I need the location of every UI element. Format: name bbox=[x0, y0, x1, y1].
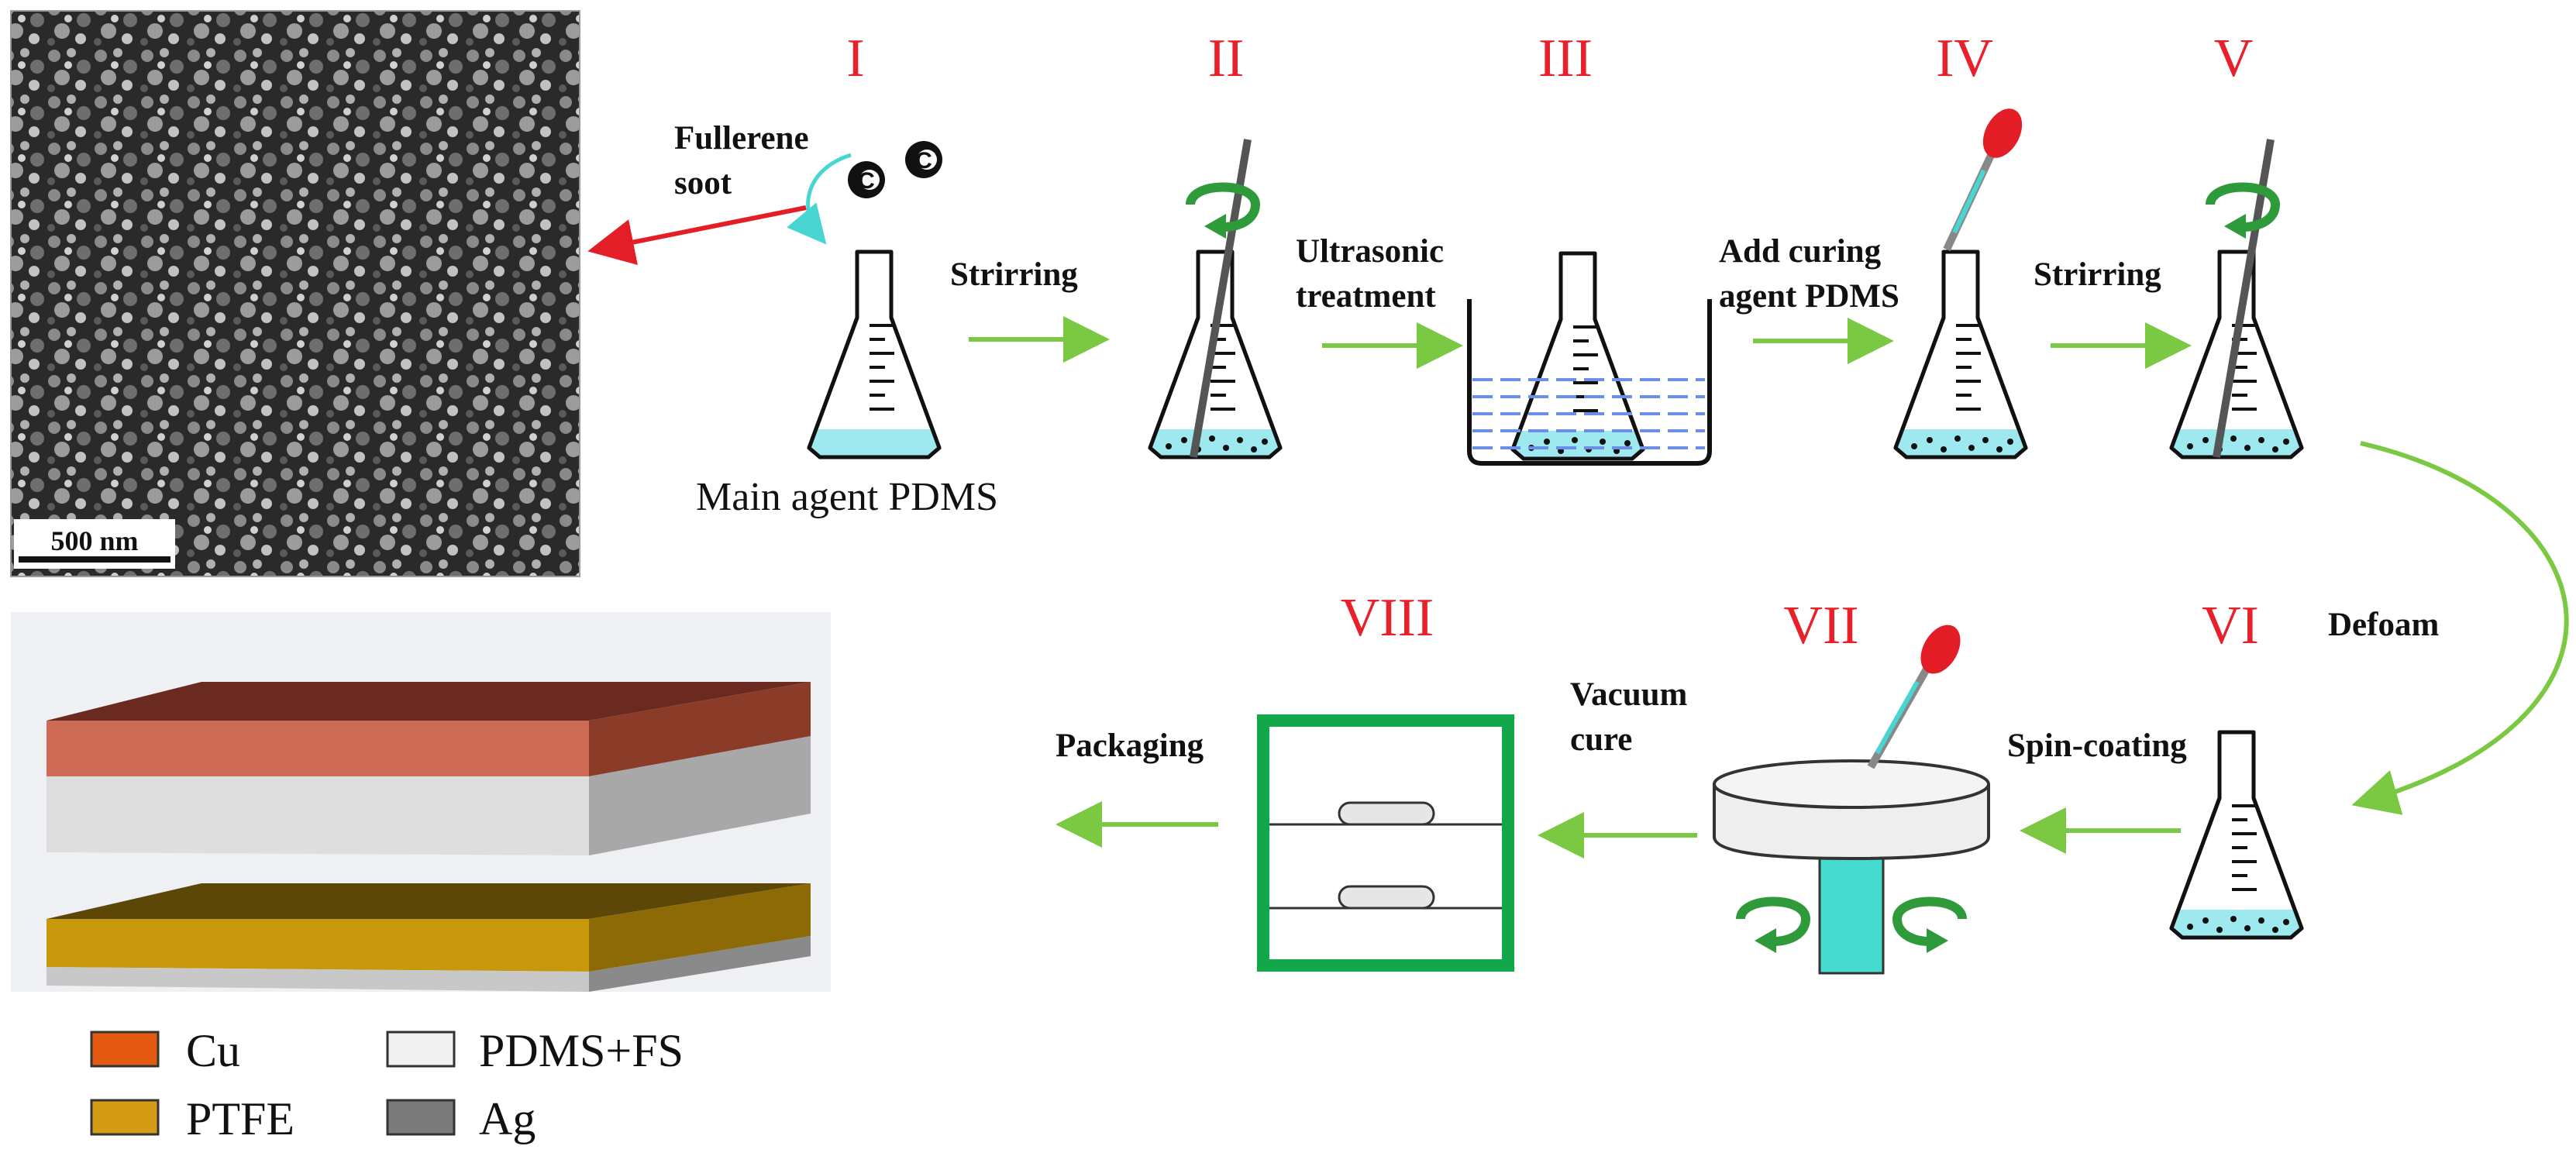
stage-numeral-viii: VIII bbox=[1341, 588, 1434, 648]
add-curing-label-line2: agent PDMS bbox=[1719, 278, 1899, 315]
legend-swatch bbox=[90, 1099, 160, 1136]
spin-coater bbox=[1713, 625, 1990, 975]
ultrasonic-label-line1: Ultrasonic bbox=[1296, 233, 1444, 270]
dropper-icon bbox=[1943, 108, 2023, 252]
stage-numeral-iii: III bbox=[1538, 29, 1593, 88]
stage-numeral-i: I bbox=[846, 29, 864, 88]
flask-stage-v bbox=[2171, 139, 2302, 457]
stage-numeral-vii: VII bbox=[1783, 596, 1858, 656]
rotation-arrow-icon bbox=[1741, 902, 1806, 954]
ultrasonic-bath bbox=[1467, 253, 1712, 466]
flask-stage-ii bbox=[1150, 139, 1280, 457]
flask-stage-iv bbox=[1896, 108, 2030, 457]
carbon-ball-icon: C bbox=[848, 161, 885, 198]
fullerene-label-line1: Fullerene bbox=[674, 120, 809, 157]
red-arrow bbox=[587, 205, 807, 266]
legend-swatch bbox=[90, 1031, 160, 1068]
carbon-ball-icon: C bbox=[905, 141, 942, 178]
spin-coating-label: Spin-coating bbox=[2007, 728, 2187, 764]
vacuum-label-line2: cure bbox=[1570, 721, 1632, 758]
stage-numeral-vi: VI bbox=[2202, 596, 2259, 656]
svg-text:C: C bbox=[915, 148, 932, 174]
add-curing-label-line1: Add curing bbox=[1719, 233, 1882, 270]
curved-green-arrow bbox=[2351, 441, 2569, 815]
stage-numeral-v: V bbox=[2214, 29, 2254, 88]
vacuum-oven bbox=[1257, 714, 1514, 972]
device-render bbox=[11, 612, 831, 1155]
legend-label: PDMS+FS bbox=[479, 1025, 684, 1076]
stage-numeral-ii: II bbox=[1208, 29, 1245, 88]
rotation-arrow-icon bbox=[1190, 188, 1255, 239]
scale-bar-label: 500 nm bbox=[50, 525, 138, 556]
packaging-label: Packaging bbox=[1056, 728, 1204, 764]
svg-text:C: C bbox=[858, 168, 875, 194]
vacuum-label-line1: Vacuum bbox=[1570, 676, 1688, 713]
sem-micrograph: 500 nm bbox=[10, 10, 580, 577]
stirring-label-2: Strirring bbox=[2034, 256, 2161, 293]
dropper-icon bbox=[1867, 625, 1961, 769]
defoam-label: Defoam bbox=[2328, 607, 2439, 643]
rotation-arrow-icon bbox=[1897, 902, 1962, 954]
legend-label: Cu bbox=[186, 1025, 240, 1076]
fullerene-label-line2: soot bbox=[674, 165, 732, 201]
legend: Cu PDMS+FS PTFE Ag bbox=[90, 1025, 684, 1144]
rotation-arrow-icon bbox=[2210, 188, 2275, 239]
flask-stage-i bbox=[809, 252, 939, 457]
legend-label: Ag bbox=[479, 1093, 536, 1144]
cyan-curve-arrow bbox=[787, 153, 852, 245]
main-agent-label: Main agent PDMS bbox=[696, 475, 998, 519]
flask-stage-vi bbox=[2171, 732, 2302, 938]
water-lines bbox=[1472, 378, 1705, 449]
ultrasonic-label-line2: treatment bbox=[1296, 278, 1436, 315]
legend-swatch bbox=[386, 1031, 456, 1068]
spindle bbox=[1818, 849, 1885, 975]
legend-swatch bbox=[386, 1099, 456, 1136]
stage-numeral-iv: IV bbox=[1936, 29, 1993, 88]
stirring-label-1: Strirring bbox=[950, 256, 1078, 293]
legend-label: PTFE bbox=[186, 1093, 294, 1144]
